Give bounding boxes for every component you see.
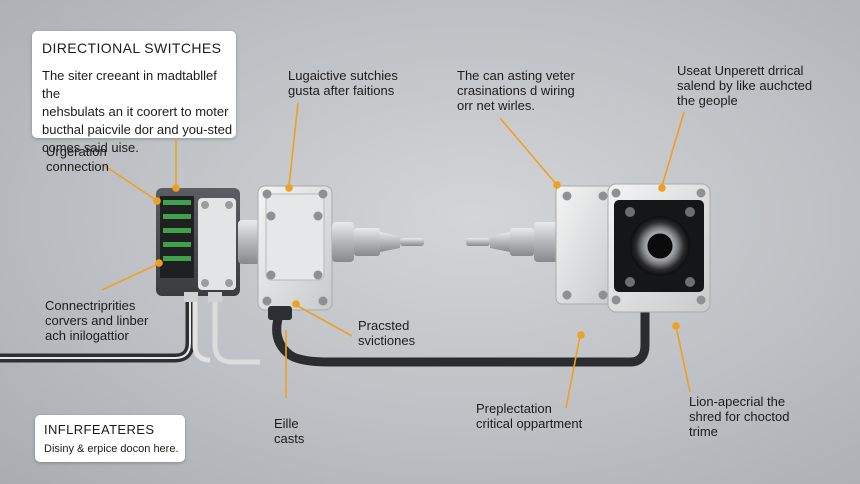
left-switch-housing [238, 185, 333, 320]
info-card-features: INFLRFEATERES Disiny & erpice docon here… [35, 415, 185, 462]
left-plunger [332, 222, 424, 262]
label-useat-unperett: Useat Unperett drrical salend by like au… [677, 63, 813, 108]
label-eille-casts: Eille casts [274, 416, 305, 446]
label-lugaictive-sutchies: Lugaictive sutchies gusta after faitions [288, 68, 398, 98]
label-pracsted-svictiones: Pracsted svictiones [358, 318, 416, 348]
info-card-title: DIRECTIONAL SWITCHES [42, 40, 222, 56]
label-lion-apecrial: Lion-apecrial the shred for choctod trim… [689, 394, 790, 439]
label-urgeration-connection: Urgeration connection [46, 144, 109, 174]
label-the-can-asting: The can asting veter crasinations d wiri… [457, 68, 575, 113]
cable-group [0, 295, 650, 367]
info-card-directional-switches: DIRECTIONAL SWITCHES The siter creeant i… [32, 31, 236, 155]
features-card-body: Disiny & erpice docon here. [44, 443, 179, 455]
label-connectriprities: Connectriprities corvers and linber ach … [45, 298, 149, 343]
right-switch-housing [555, 183, 711, 313]
label-preplectation: Preplectation critical oppartment [476, 401, 583, 431]
features-card-title: INFLRFEATERES [44, 422, 155, 437]
terminal-block [156, 188, 240, 302]
callout-lines [101, 102, 691, 409]
info-card-body: The siter creeant in madtabllef the nehs… [42, 68, 233, 155]
right-plunger [466, 222, 558, 262]
